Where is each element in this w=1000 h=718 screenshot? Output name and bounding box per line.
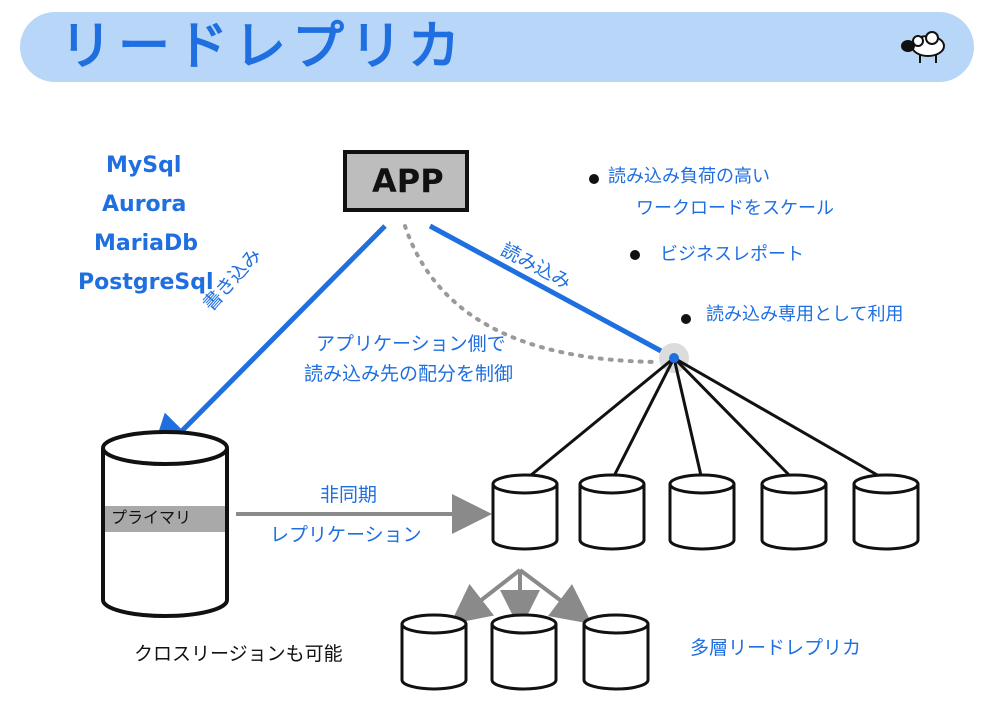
engine-mysql: MySql — [106, 153, 182, 178]
feature-1a: 読み込み負荷の高い — [608, 166, 770, 187]
write-arrow — [147, 224, 387, 466]
engine-postgresql: PostgreSql — [78, 270, 214, 295]
replica-db-icon — [578, 473, 646, 551]
app-label: APP — [372, 162, 444, 200]
sheep-icon — [901, 31, 945, 63]
tier2-replica-db-icon — [400, 613, 468, 691]
async-label: 非同期 — [320, 484, 378, 506]
feature-3: 読み込み専用として利用 — [706, 304, 904, 325]
bullet-dot — [681, 314, 691, 324]
engine-aurora: Aurora — [102, 192, 187, 217]
cross-region-label: クロスリージョンも可能 — [134, 643, 343, 665]
read-line — [428, 223, 676, 361]
multi-tier-arrows — [450, 568, 592, 630]
primary-db-icon — [101, 430, 229, 618]
bullet-dot — [589, 174, 599, 184]
feature-1b: ワークロードをスケール — [636, 198, 834, 219]
multi-tier-label: 多層リードレプリカ — [690, 637, 862, 659]
engine-mariadb: MariaDb — [94, 231, 198, 256]
page-title: リードレプリカ — [60, 17, 467, 77]
replication-label: レプリケーション — [270, 524, 422, 546]
tier2-replica-db-icon — [582, 613, 650, 691]
replica-db-icon — [668, 473, 736, 551]
control-text-line1: アプリケーション側で — [316, 333, 506, 355]
replica-db-icon — [852, 473, 920, 551]
control-text-line2: 読み込み先の配分を制御 — [304, 363, 514, 385]
title-banner — [20, 12, 974, 82]
tier2-replica-db-icon — [490, 613, 558, 691]
replica-db-icon — [760, 473, 828, 551]
feature-2: ビジネスレポート — [660, 244, 804, 265]
primary-label: プライマリ — [111, 508, 192, 527]
bullet-dot — [630, 250, 640, 260]
app-box — [343, 150, 469, 212]
hub-dot — [669, 353, 679, 363]
replica-db-icon — [491, 473, 559, 551]
fanout-lines — [524, 356, 887, 482]
